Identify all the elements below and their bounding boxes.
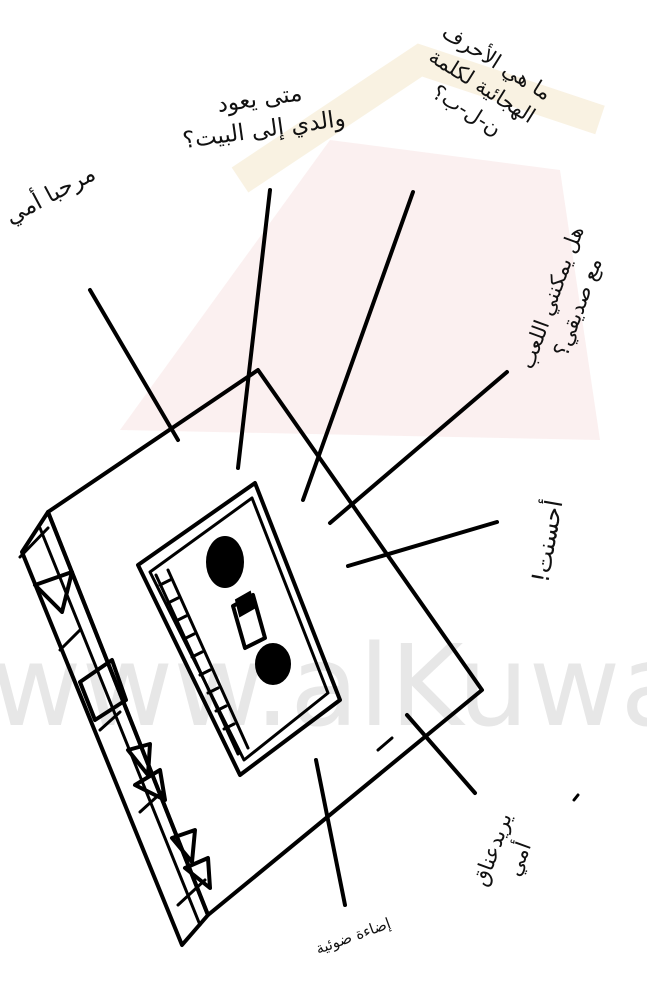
pointer-hug	[407, 715, 475, 793]
device-mark	[378, 738, 392, 750]
screen-square-top	[236, 592, 254, 616]
button-strip	[22, 512, 208, 945]
film-edge-2	[168, 570, 248, 748]
pointer-dad	[238, 190, 270, 468]
button-divider-2	[60, 630, 80, 650]
device-body	[48, 370, 482, 915]
pointer-play	[330, 372, 507, 523]
play-button[interactable]	[35, 572, 72, 612]
pointer-caption	[316, 760, 345, 905]
play-icon	[35, 572, 72, 612]
film-perforations	[160, 580, 234, 729]
screen-dot-bottom	[256, 644, 290, 684]
pointer-letters	[303, 192, 413, 500]
pointer-hello	[90, 290, 178, 440]
screen-dot-top	[207, 537, 243, 587]
accent-mark	[574, 795, 578, 800]
